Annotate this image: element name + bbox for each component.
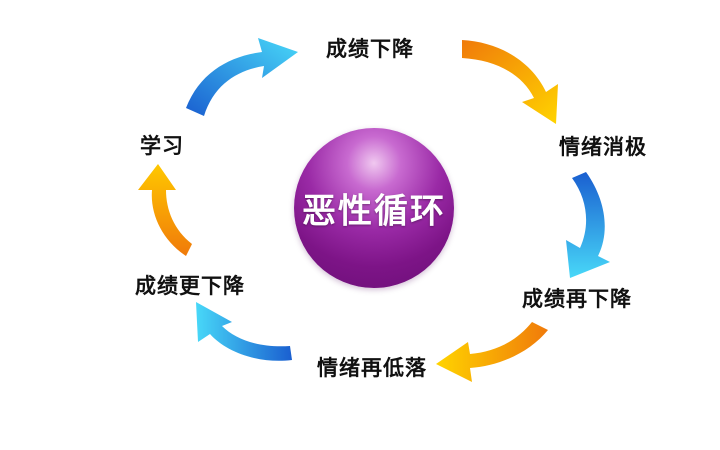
node-top: 成绩下降 [326, 37, 414, 61]
arrow-learning-to-top [186, 38, 298, 116]
node-left-lower: 成绩更下降 [135, 274, 245, 298]
node-bottom: 情绪再低落 [317, 356, 427, 380]
center-label: 恶性循环 [302, 191, 446, 232]
node-right-lower: 成绩再下降 [522, 287, 632, 311]
arrow-left-lower-to-learning [138, 164, 192, 256]
arrow-top-to-right-upper [462, 40, 558, 124]
arrow-right-lower-to-bottom [436, 322, 548, 382]
arrow-bottom-to-left-lower [196, 302, 292, 361]
arrow-right-upper-to-right-lower [566, 172, 610, 278]
node-right-upper: 情绪消极 [559, 135, 647, 159]
node-left-upper: 学习 [140, 134, 184, 158]
center-circle: 恶性循环 [294, 128, 454, 288]
